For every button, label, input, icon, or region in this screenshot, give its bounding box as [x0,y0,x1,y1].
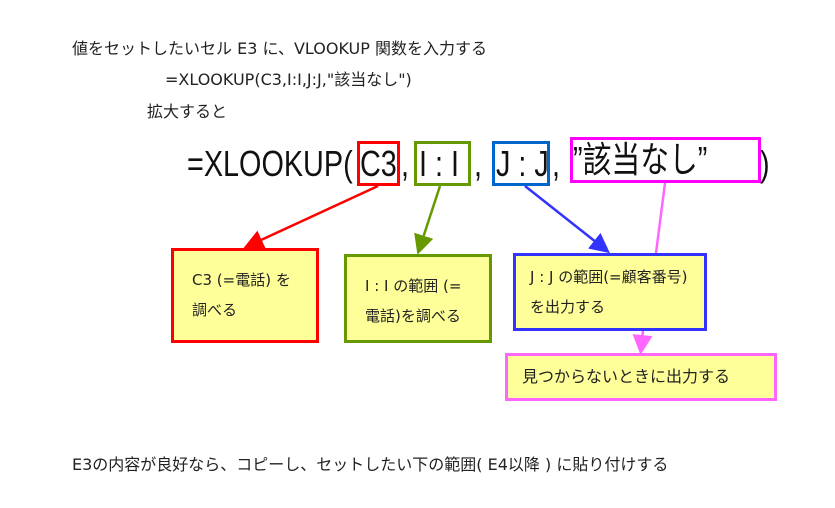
note-j: J : J の範囲(=顧客番号)を出力する [513,253,707,331]
highlight-j [492,141,550,186]
arrow-green [414,185,442,255]
zoom-caption: 拡大すると [147,102,228,121]
formula-line: =XLOOKUP(C3,I:I,J:J,"該当なし") [165,70,412,89]
instruction-line: 値をセットしたいセル E3 に、VLOOKUP 関数を入力する [72,39,487,58]
formula-comma: , [552,143,561,184]
formula-arg-notfound: ”該当なし” [573,139,708,180]
formula-comma: , [401,143,410,184]
highlight-c3 [357,141,400,186]
highlight-i [414,141,471,186]
formula-prefix: =XLOOKUP( [187,143,353,184]
formula-arg-i: I : I [419,143,460,184]
arrow-magenta-end [632,329,653,355]
formula-suffix: ) [760,143,770,184]
arrow-blue [524,185,610,254]
note-notfound: 見つからないときに出力する [505,353,777,401]
arrow-red [243,184,379,249]
highlight-notfound [570,137,761,183]
formula-arg-j: J : J [496,143,549,184]
formula-arg-c3: C3 [360,143,397,184]
formula-comma: , [474,143,483,184]
note-c3: C3 (=電話) を調べる [171,248,319,343]
footer-instruction: E3の内容が良好なら、コピーし、セットしたい下の範囲( E4以降 ) に貼り付け… [72,455,669,474]
arrow-magenta [654,182,667,254]
note-i: I : I の範囲 (=電話)を調べる [344,254,492,343]
